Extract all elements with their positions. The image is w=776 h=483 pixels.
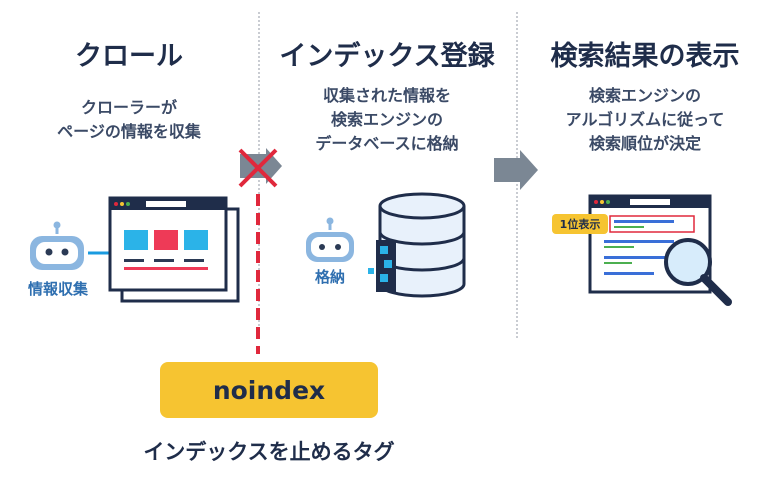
- arrow-right-icon: [494, 150, 538, 190]
- robot-label-store: 格納: [314, 268, 345, 286]
- step-title-crawl: クロール: [75, 41, 183, 72]
- magnifier-icon: [664, 238, 732, 306]
- robot-icon: [306, 217, 354, 262]
- results-illustration: [588, 194, 732, 306]
- cross-icon: [238, 148, 278, 188]
- index-illustration: [306, 192, 466, 298]
- database-icon: [368, 192, 466, 298]
- noindex-caption: インデックスを止めるタグ: [143, 440, 395, 464]
- rank-badge: 1位表示: [552, 214, 608, 234]
- blocked-flow: [238, 148, 282, 354]
- step-desc-results: 検索エンジンの アルゴリズムに従って 検索順位が決定: [565, 86, 725, 153]
- step-desc-crawl: クローラーが ページの情報を収集: [57, 98, 201, 141]
- step-title-index: インデックス登録: [279, 41, 495, 72]
- step-title-results: 検索結果の表示: [550, 41, 740, 72]
- browser-window-icon: [108, 196, 228, 292]
- step-desc-index: 収集された情報を 検索エンジンの データベースに格納: [315, 86, 459, 153]
- noindex-badge: noindex: [160, 362, 378, 418]
- robot-icon: [30, 221, 84, 270]
- robot-label-collect: 情報収集: [27, 280, 88, 298]
- crawl-illustration: [30, 196, 240, 303]
